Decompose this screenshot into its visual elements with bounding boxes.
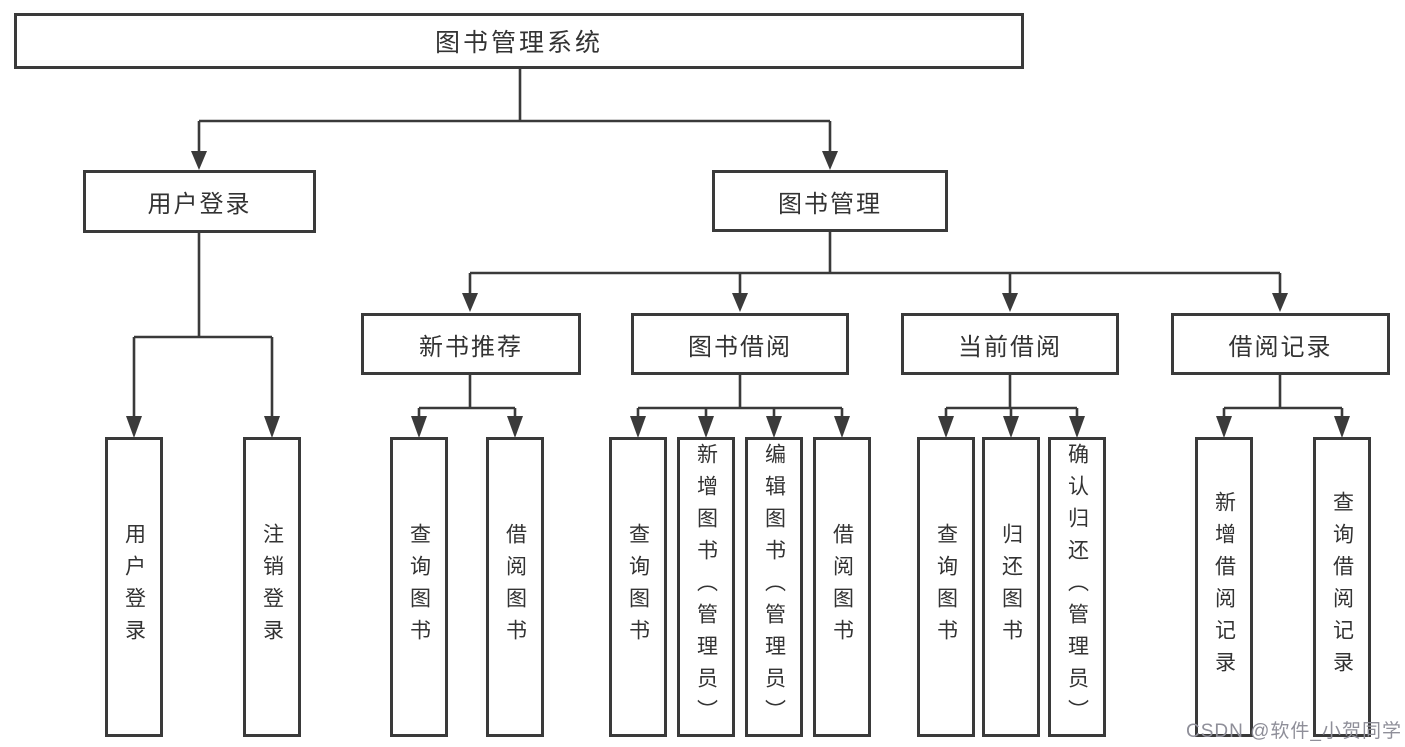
leaf-query-books-borrow: 查询图书 <box>609 437 667 737</box>
csdn-watermark: CSDN @软件_小贺同学 <box>1186 721 1402 742</box>
node-new-book-recommend: 新书推荐 <box>361 313 581 375</box>
node-book-borrow: 图书借阅 <box>631 313 849 375</box>
leaf-query-books-current: 查询图书 <box>917 437 975 737</box>
leaf-query-books-recommend: 查询图书 <box>390 437 448 737</box>
leaf-return-books: 归还图书 <box>982 437 1040 737</box>
leaf-user-login: 用户登录 <box>105 437 163 737</box>
leaf-edit-book-admin: 编辑图书（管理员） <box>745 437 803 737</box>
node-current-borrow: 当前借阅 <box>901 313 1119 375</box>
leaf-query-borrow-record: 查询借阅记录 <box>1313 437 1371 737</box>
leaf-confirm-return-admin: 确认归还（管理员） <box>1048 437 1106 737</box>
node-user-login: 用户登录 <box>83 170 316 233</box>
node-book-management: 图书管理 <box>712 170 948 232</box>
leaf-logout: 注销登录 <box>243 437 301 737</box>
leaf-borrow-books: 借阅图书 <box>813 437 871 737</box>
node-borrow-records: 借阅记录 <box>1171 313 1390 375</box>
node-library-system: 图书管理系统 <box>14 13 1024 69</box>
leaf-add-book-admin: 新增图书（管理员） <box>677 437 735 737</box>
leaf-borrow-books-recommend: 借阅图书 <box>486 437 544 737</box>
leaf-add-borrow-record: 新增借阅记录 <box>1195 437 1253 737</box>
